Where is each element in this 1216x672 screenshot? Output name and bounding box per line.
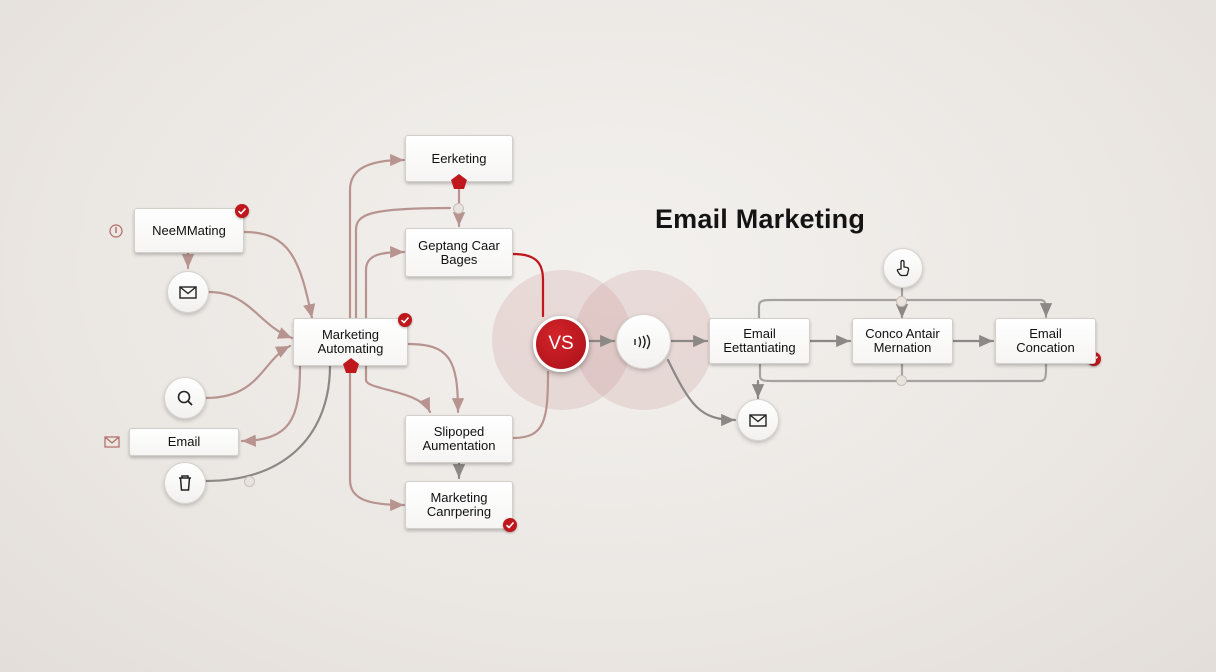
edge-search-automating [204, 344, 292, 400]
search-icon [177, 390, 193, 406]
node-neemmating[interactable]: NeeMMating [134, 208, 244, 253]
search-circle[interactable] [164, 377, 206, 419]
thermometer-icon [109, 223, 123, 244]
mail-icon [749, 413, 767, 427]
edge-automating-geptang [364, 245, 406, 320]
edge-dot-loop [354, 206, 452, 320]
edge-mail-automating [207, 290, 294, 340]
edge-trash-automating [204, 364, 332, 483]
mail-icon [179, 285, 197, 299]
vs-badge[interactable]: VS [533, 316, 589, 372]
signal-icon [633, 334, 650, 349]
node-label: Slipoped Aumentation [422, 424, 496, 453]
edge-automating-slipoped [406, 342, 465, 414]
mail-circle-right[interactable] [737, 399, 779, 441]
edge-automating-slipoped-2 [364, 364, 432, 414]
node-label: Email [167, 434, 201, 449]
edge-slipoped-vs [511, 370, 550, 440]
edge-signal-mail-right [666, 358, 737, 427]
diagram-title: Email Marketing [654, 204, 866, 234]
check-icon [398, 313, 412, 327]
connector-dot-left [244, 476, 255, 487]
hand-pointer-icon [896, 259, 910, 277]
mail-circle[interactable] [167, 271, 209, 313]
node-marketing-canrpering[interactable]: Marketing Canrpering [405, 481, 513, 529]
node-geptang[interactable]: Geptang Caar Bages [405, 228, 513, 277]
mail-icon [104, 435, 120, 453]
pentagon-marker [343, 358, 359, 373]
check-icon [503, 518, 517, 532]
node-email-eettantiating[interactable]: Email Eettantiating [709, 318, 810, 364]
edge-automating-eerketing [348, 153, 406, 320]
edge-geptang-vs [511, 252, 545, 318]
node-label: Marketing Automating [317, 327, 384, 356]
connector-dot-top [453, 203, 464, 214]
hand-circle[interactable] [883, 248, 923, 288]
edge-automating-canrpering [348, 364, 406, 512]
node-label: Geptang Caar Bages [418, 237, 500, 267]
node-label: Email Eettantiating [723, 326, 796, 355]
trash-circle[interactable] [164, 462, 206, 504]
node-slipoped[interactable]: Slipoped Aumentation [405, 415, 513, 463]
node-label: NeeMMating [152, 222, 226, 238]
node-label: Email Concation [1016, 326, 1075, 355]
node-conco-antair[interactable]: Conco Antair Mernation [852, 318, 953, 364]
check-icon [235, 204, 249, 218]
signal-circle[interactable] [616, 314, 671, 369]
node-label: Conco Antair Mernation [865, 326, 940, 355]
edge-automating-email [240, 364, 302, 447]
node-email-concation[interactable]: Email Concation [995, 318, 1096, 364]
node-label: Eerketing [431, 150, 487, 166]
vs-label: VS [548, 333, 574, 354]
pentagon-marker [451, 174, 467, 189]
edge-neem-automating [242, 230, 316, 320]
connector-dot-right-top [896, 296, 907, 307]
node-label: Marketing Canrpering [426, 490, 492, 519]
node-marketing-automating[interactable]: Marketing Automating [293, 318, 408, 366]
connector-dot-right-bottom [896, 375, 907, 386]
trash-icon [179, 475, 191, 491]
node-email-left[interactable]: Email [129, 428, 239, 456]
